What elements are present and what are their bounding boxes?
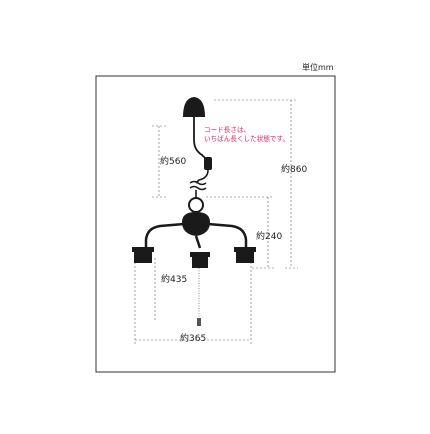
socket-right-cap — [234, 247, 256, 252]
hub — [182, 212, 210, 236]
cord-break-symbol — [189, 180, 207, 191]
diagram-frame — [95, 75, 336, 373]
sockets — [132, 247, 256, 268]
arms — [144, 222, 248, 249]
total-height-dimension: 約860 — [281, 165, 308, 175]
cord-adjuster — [204, 157, 212, 170]
cord-lower — [195, 169, 209, 184]
note-line-1: コード長さは、 — [204, 126, 251, 134]
width-dimension: 約365 — [180, 334, 207, 344]
dimension-lines — [134, 99, 298, 344]
socket-center — [192, 257, 208, 268]
cord — [193, 117, 206, 159]
cord-length-dimension: 約560 — [160, 157, 187, 167]
socket-left — [134, 252, 152, 263]
ring — [188, 197, 204, 213]
drop-height-dimension: 約435 — [161, 275, 188, 285]
socket-left-cap — [132, 247, 154, 252]
note-line-2: いちばん長くした状態です。 — [204, 135, 290, 143]
socket-center-cap — [190, 252, 210, 257]
canopy — [183, 97, 205, 117]
socket-right — [236, 252, 254, 263]
cord-length-note: コード長さは、 いちばん長くした状態です。 — [204, 126, 289, 144]
body-height-dimension: 約240 — [256, 232, 283, 242]
pull-chain-end — [197, 318, 201, 326]
unit-label: 単位mm — [302, 63, 334, 72]
